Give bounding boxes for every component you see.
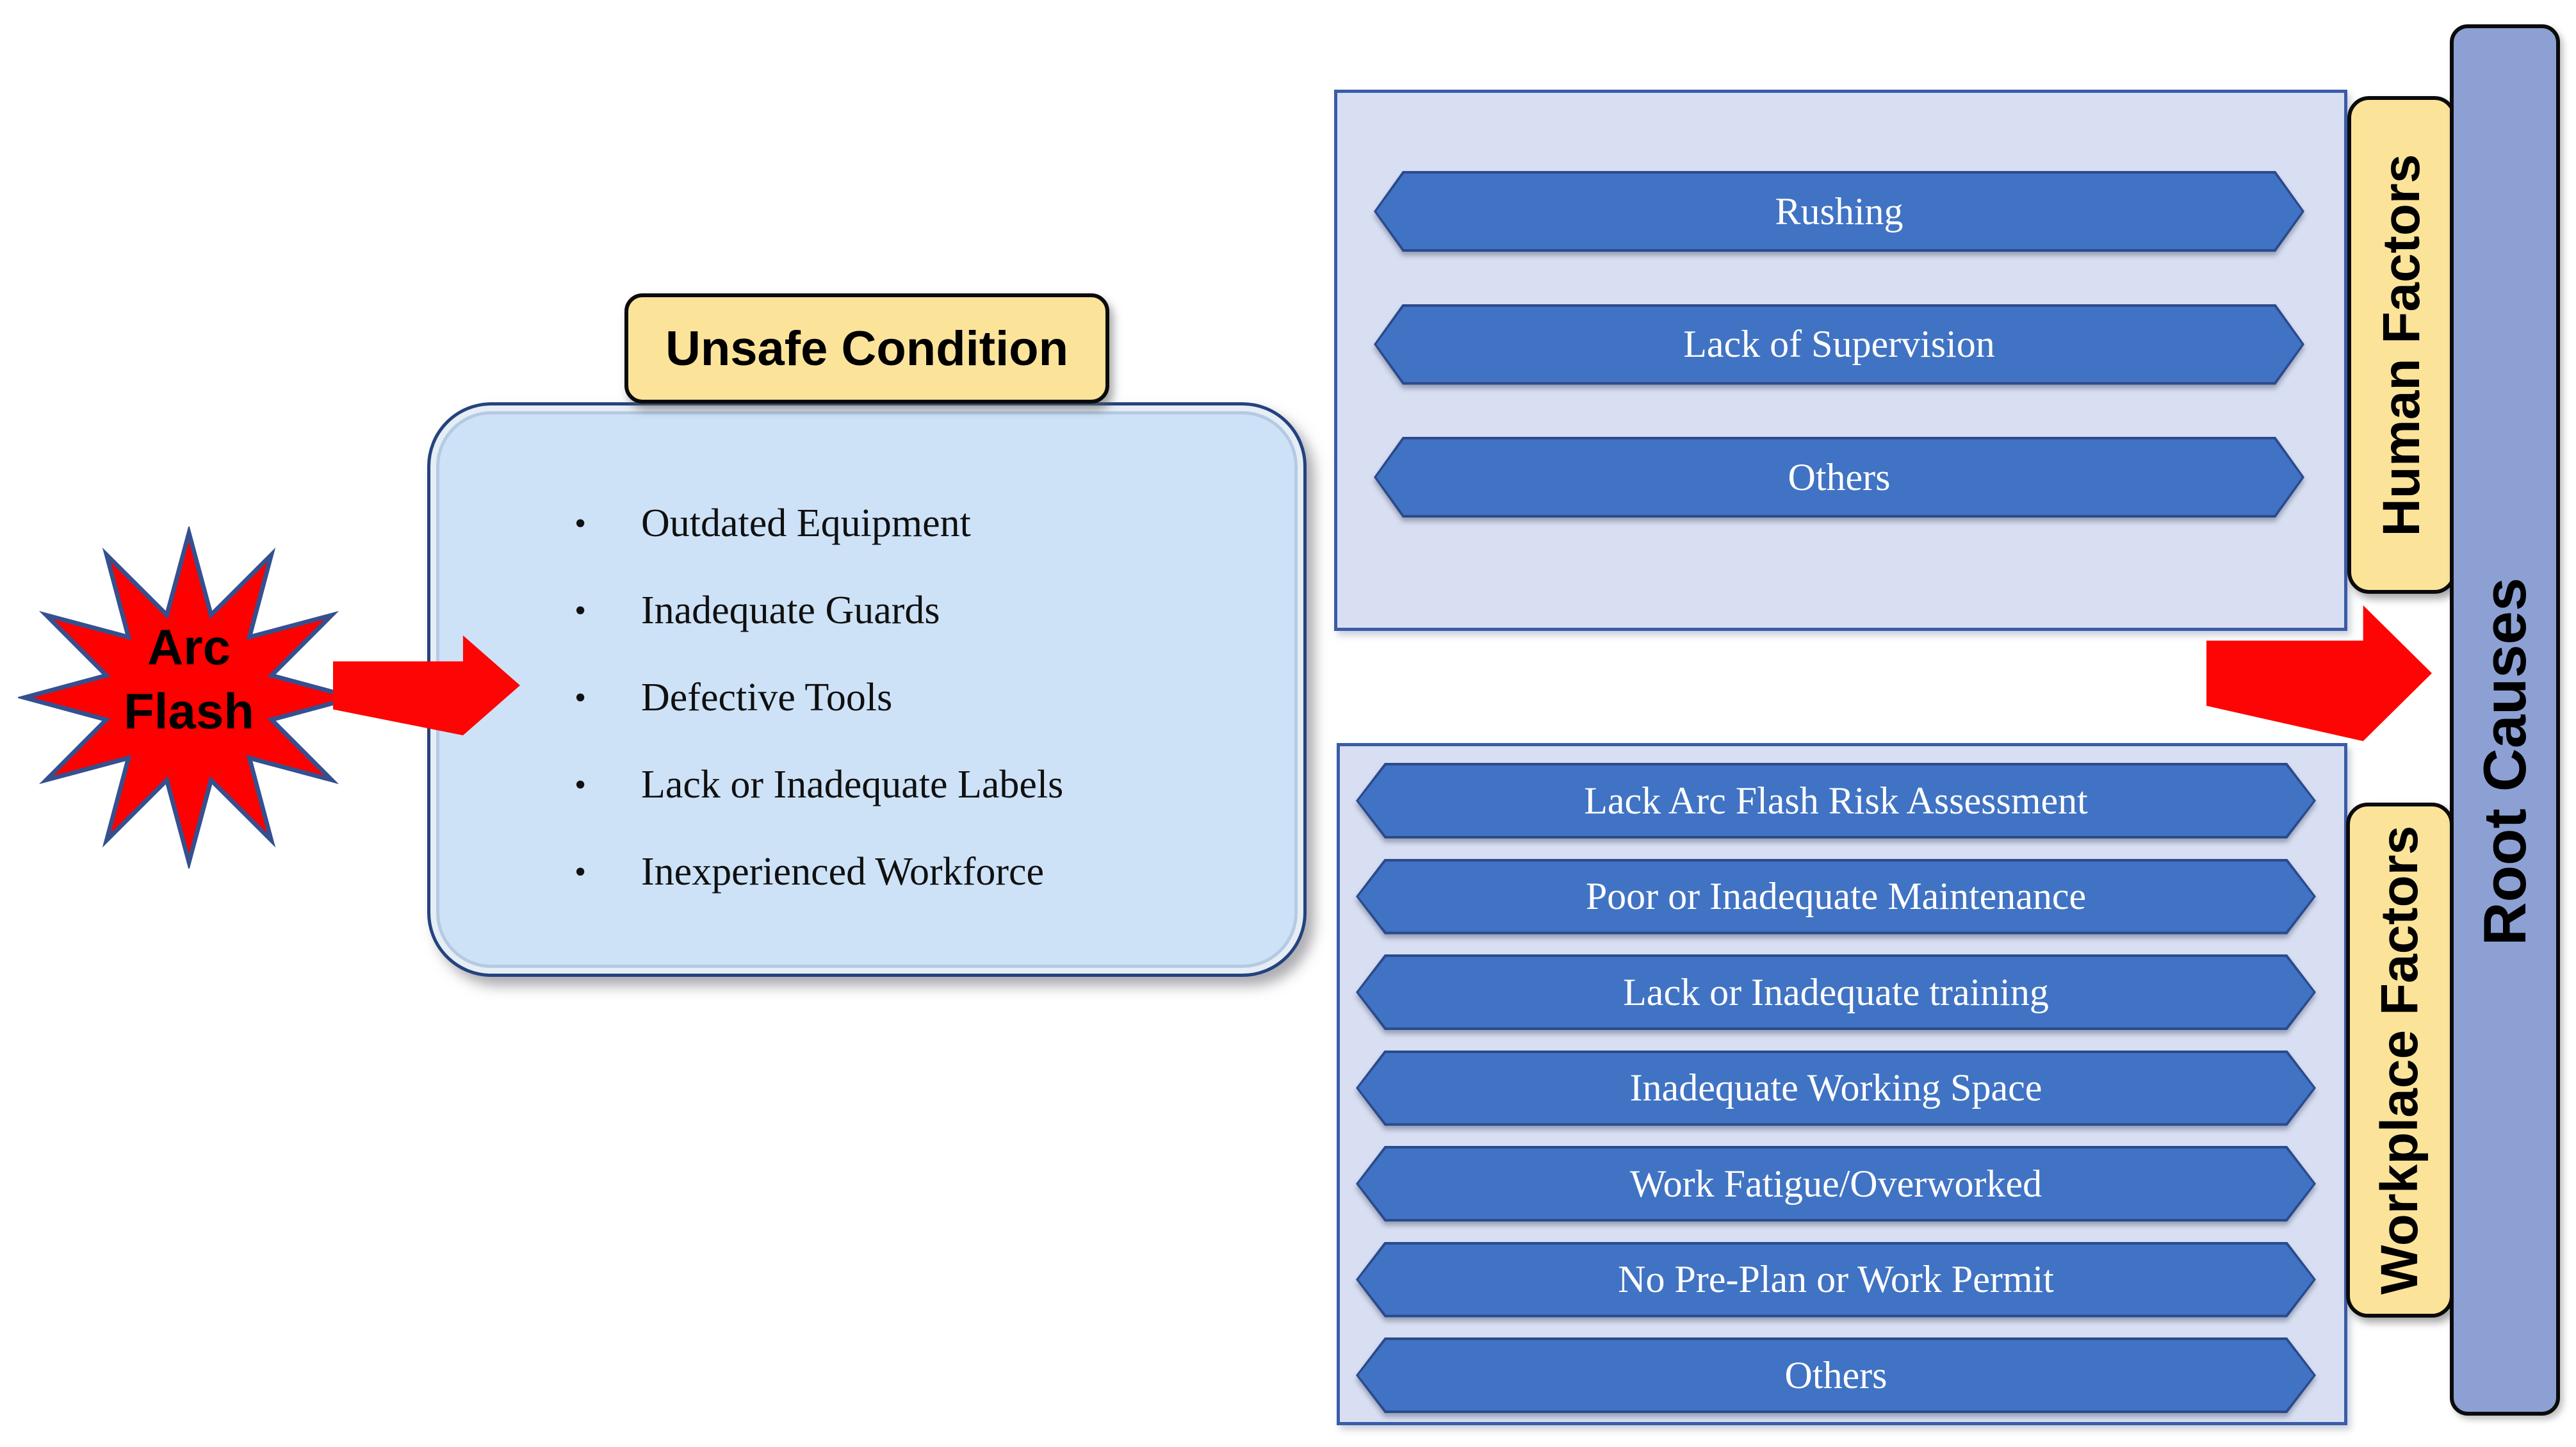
human-factor-bar-text: Others <box>1788 455 1891 498</box>
root-causes-label: Root Causes <box>2471 577 2538 946</box>
workplace-factors-tab-label: Workplace Factors <box>2370 825 2429 1295</box>
root-causes-bar: Root Causes <box>2450 24 2560 1416</box>
workplace-factor-bar-text: Inadequate Working Space <box>1629 1067 2042 1109</box>
list-item-text: Inexperienced Workforce <box>641 849 1045 894</box>
workplace-factor-bar-text: Poor or Inadequate Maintenance <box>1585 875 2087 917</box>
workplace-factor-bar: Others <box>1356 1337 2316 1413</box>
list-item-text: Defective Tools <box>641 675 893 719</box>
arc-flash-starburst: Arc Flash <box>18 527 360 869</box>
hexagon-fill <box>1358 862 2313 932</box>
bullet-icon: • <box>575 505 587 542</box>
workplace-factor-bar-text: Others <box>1784 1353 1887 1396</box>
hexagon-fill <box>1358 957 2313 1027</box>
unsafe-condition-box: • Outdated Equipment • Inadequate Guards… <box>427 402 1307 977</box>
human-factor-bar-text: Rushing <box>1775 190 1903 233</box>
bullet-icon: • <box>575 592 587 629</box>
human-factor-bar: Others <box>1374 437 2304 518</box>
bullet-icon: • <box>575 853 587 890</box>
hexagon-fill <box>1358 1245 2313 1315</box>
bullet-icon: • <box>575 679 587 716</box>
list-item: • Inexperienced Workforce <box>575 828 1278 915</box>
human-factors-panel: Rushing Lack of Supervision Others <box>1334 90 2347 631</box>
workplace-factor-bar: Lack or Inadequate training <box>1356 954 2316 1030</box>
bullet-icon: • <box>575 766 587 803</box>
hexagon-fill <box>1358 1053 2313 1124</box>
arc-flash-line2: Flash <box>124 683 254 739</box>
hexagon-fill <box>1358 1340 2313 1410</box>
workplace-factor-bar: Inadequate Working Space <box>1356 1051 2316 1126</box>
hexagon-fill <box>1358 765 2313 836</box>
human-factors-tab: Human Factors <box>2347 96 2456 594</box>
unsafe-condition-list: • Outdated Equipment • Inadequate Guards… <box>575 480 1278 915</box>
list-item: • Outdated Equipment <box>575 480 1278 567</box>
list-item-text: Inadequate Guards <box>641 588 940 632</box>
workplace-factor-bar: No Pre-Plan or Work Permit <box>1356 1242 2316 1318</box>
list-item: • Lack or Inadequate Labels <box>575 741 1278 828</box>
human-factor-bar: Rushing <box>1374 171 2304 252</box>
workplace-factors-bars: Lack Arc Flash Risk Assessment Poor or I… <box>1356 763 2316 1413</box>
arc-flash-label: Arc Flash <box>18 527 360 869</box>
workplace-factor-bar: Lack Arc Flash Risk Assessment <box>1356 763 2316 838</box>
workplace-factors-panel: Lack Arc Flash Risk Assessment Poor or I… <box>1337 743 2347 1425</box>
human-factor-bar: Lack of Supervision <box>1374 304 2304 385</box>
workplace-factor-bar-text: Lack or Inadequate training <box>1623 970 2049 1013</box>
hexagon-fill <box>1376 174 2302 249</box>
workplace-factor-bar-text: Lack Arc Flash Risk Assessment <box>1584 779 2088 822</box>
human-factors-tab-label: Human Factors <box>2372 154 2431 536</box>
workplace-factor-bar-text: Work Fatigue/Overworked <box>1629 1162 2042 1205</box>
workplace-factor-bar: Poor or Inadequate Maintenance <box>1356 859 2316 935</box>
human-factors-bars: Rushing Lack of Supervision Others <box>1374 171 2304 518</box>
list-item: • Defective Tools <box>575 654 1278 741</box>
human-factor-bar-text: Lack of Supervision <box>1683 323 1995 365</box>
workplace-factors-tab: Workplace Factors <box>2346 803 2454 1318</box>
starburst-icon <box>18 527 360 869</box>
workplace-factor-bar-text: No Pre-Plan or Work Permit <box>1618 1258 2054 1300</box>
list-item-text: Lack or Inadequate Labels <box>641 762 1064 806</box>
list-item-text: Outdated Equipment <box>641 501 971 545</box>
unsafe-condition-title-text: Unsafe Condition <box>665 321 1069 376</box>
unsafe-condition-title: Unsafe Condition <box>624 293 1109 404</box>
list-item: • Inadequate Guards <box>575 567 1278 654</box>
hexagon-fill <box>1376 307 2302 382</box>
workplace-factor-bar: Work Fatigue/Overworked <box>1356 1146 2316 1222</box>
hexagon-fill <box>1376 439 2302 515</box>
hexagon-fill <box>1358 1149 2313 1219</box>
arc-flash-line1: Arc <box>147 619 231 675</box>
